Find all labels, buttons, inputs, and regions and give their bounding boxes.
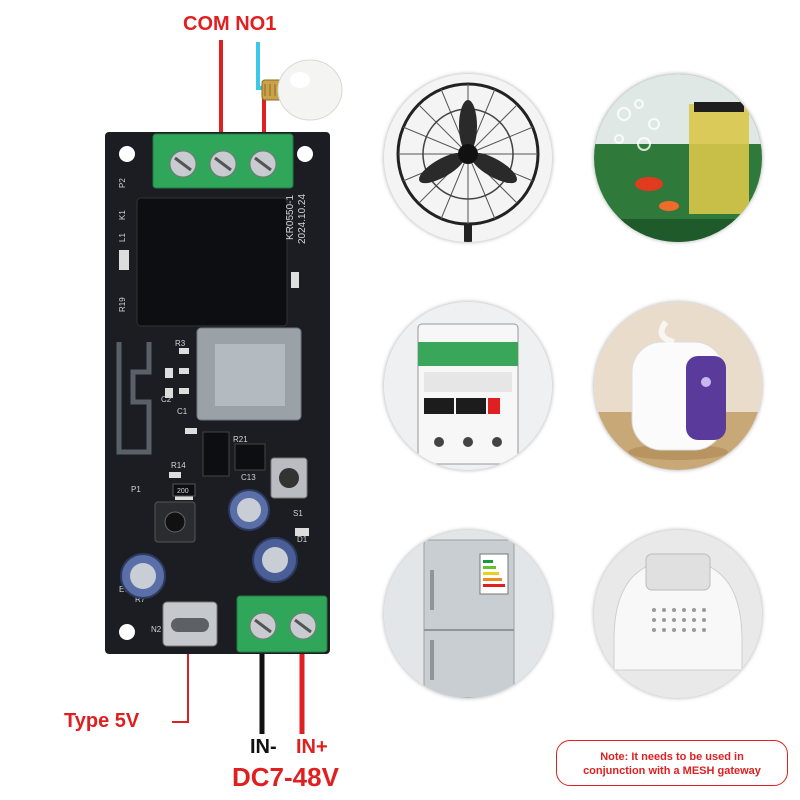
in-minus-label: IN- <box>250 736 277 758</box>
relay-k1 <box>136 197 288 327</box>
refrigerator-application <box>384 530 552 698</box>
sensor-application <box>594 530 762 698</box>
motion-sensor-icon <box>594 530 762 698</box>
svg-text:C2: C2 <box>161 395 172 404</box>
svg-text:C1: C1 <box>177 407 188 416</box>
refrigerator-icon <box>384 530 552 698</box>
type-c-leader <box>172 650 189 723</box>
com-no1-label: COM NO1 <box>183 13 277 35</box>
humidifier-icon <box>594 302 762 470</box>
output-terminal-block <box>152 133 294 189</box>
svg-text:L1: L1 <box>118 233 127 242</box>
svg-text:KR0550-1: KR0550-1 <box>285 195 296 240</box>
voltage-label: DC7-48V <box>232 762 339 792</box>
humidifier-application <box>594 302 762 470</box>
svg-text:S1: S1 <box>293 509 303 518</box>
input-terminal-block <box>236 595 328 653</box>
light-bulb-icon <box>261 59 343 121</box>
svg-text:R19: R19 <box>118 297 127 312</box>
relay-pcb-board: KR0550-1 2024.10.24 K1 P2 R19 L1 R3 C2 C… <box>105 132 330 654</box>
aquarium-pump-icon <box>594 74 762 242</box>
breaker-application <box>384 302 552 470</box>
type-5v-label: Type 5V <box>64 710 140 732</box>
aquarium-application <box>594 74 762 242</box>
svg-text:R21: R21 <box>233 435 248 444</box>
capacitor <box>120 489 298 599</box>
svg-text:200: 200 <box>177 488 189 495</box>
svg-text:R7: R7 <box>135 595 146 604</box>
svg-text:C13: C13 <box>241 473 256 482</box>
svg-text:R14: R14 <box>171 461 186 470</box>
svg-text:D1: D1 <box>297 535 308 544</box>
svg-text:P1: P1 <box>131 485 141 494</box>
note-line-2: conjunction with a MESH gateway <box>583 765 761 777</box>
svg-text:K1: K1 <box>118 210 127 220</box>
svg-text:2024.10.24: 2024.10.24 <box>297 194 308 244</box>
circuit-breaker-icon <box>384 302 552 470</box>
in-plus-label: IN+ <box>296 736 328 758</box>
svg-text:P2: P2 <box>118 178 127 188</box>
svg-text:R3: R3 <box>175 339 186 348</box>
note-line-1: Note: It needs to be used in <box>600 751 744 763</box>
fan-icon <box>384 74 552 242</box>
fan-application <box>384 74 552 242</box>
mesh-gateway-note: Note: It needs to be used in conjunction… <box>556 740 788 786</box>
svg-text:N2: N2 <box>151 625 162 634</box>
pcb-antenna <box>116 342 152 455</box>
